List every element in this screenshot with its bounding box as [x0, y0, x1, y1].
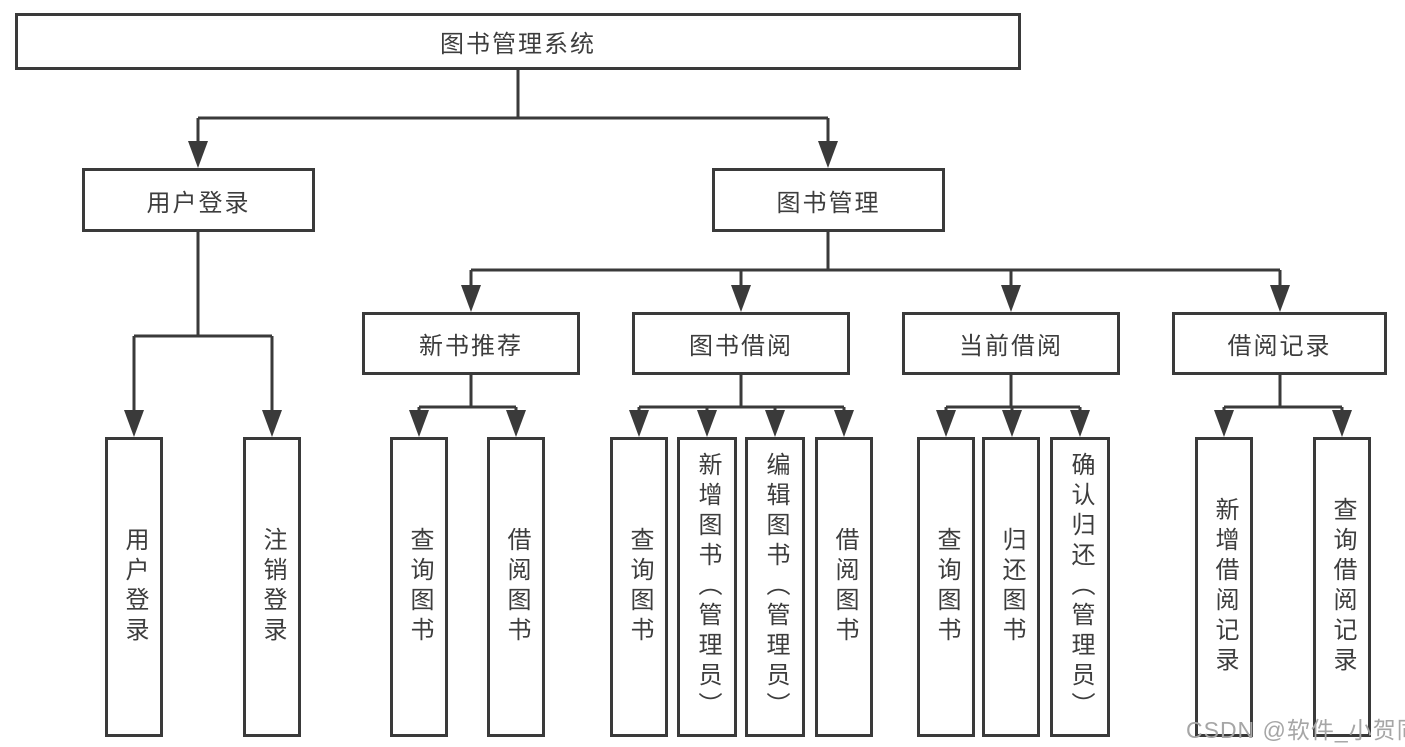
- leaf-bb-query-books: 查询图书: [610, 437, 668, 737]
- node-new-book-recommend: 新书推荐: [362, 312, 580, 375]
- leaf-user-login: 用户登录: [105, 437, 163, 737]
- csdn-watermark: CSDN @软件_小贺同学: [1186, 717, 1405, 743]
- leaf-br-query-record: 查询借阅记录: [1313, 437, 1371, 737]
- leaf-nb-borrow-books: 借阅图书: [487, 437, 545, 737]
- leaf-cb-return-books: 归还图书: [982, 437, 1040, 737]
- leaf-cb-query-books: 查询图书: [917, 437, 975, 737]
- node-root-system: 图书管理系统: [15, 13, 1021, 70]
- leaf-bb-add-books-admin: 新增图书（管理员）: [677, 437, 737, 737]
- leaf-br-add-record: 新增借阅记录: [1195, 437, 1253, 737]
- leaf-bb-borrow-books: 借阅图书: [815, 437, 873, 737]
- node-book-borrowing: 图书借阅: [632, 312, 850, 375]
- node-user-login: 用户登录: [82, 168, 315, 232]
- node-borrowing-records: 借阅记录: [1172, 312, 1387, 375]
- node-current-borrowing: 当前借阅: [902, 312, 1120, 375]
- leaf-bb-edit-books-admin: 编辑图书（管理员）: [745, 437, 805, 737]
- leaf-logout: 注销登录: [243, 437, 301, 737]
- node-book-management: 图书管理: [712, 168, 945, 232]
- leaf-cb-confirm-return-admin: 确认归还（管理员）: [1050, 437, 1110, 737]
- leaf-nb-query-books: 查询图书: [390, 437, 448, 737]
